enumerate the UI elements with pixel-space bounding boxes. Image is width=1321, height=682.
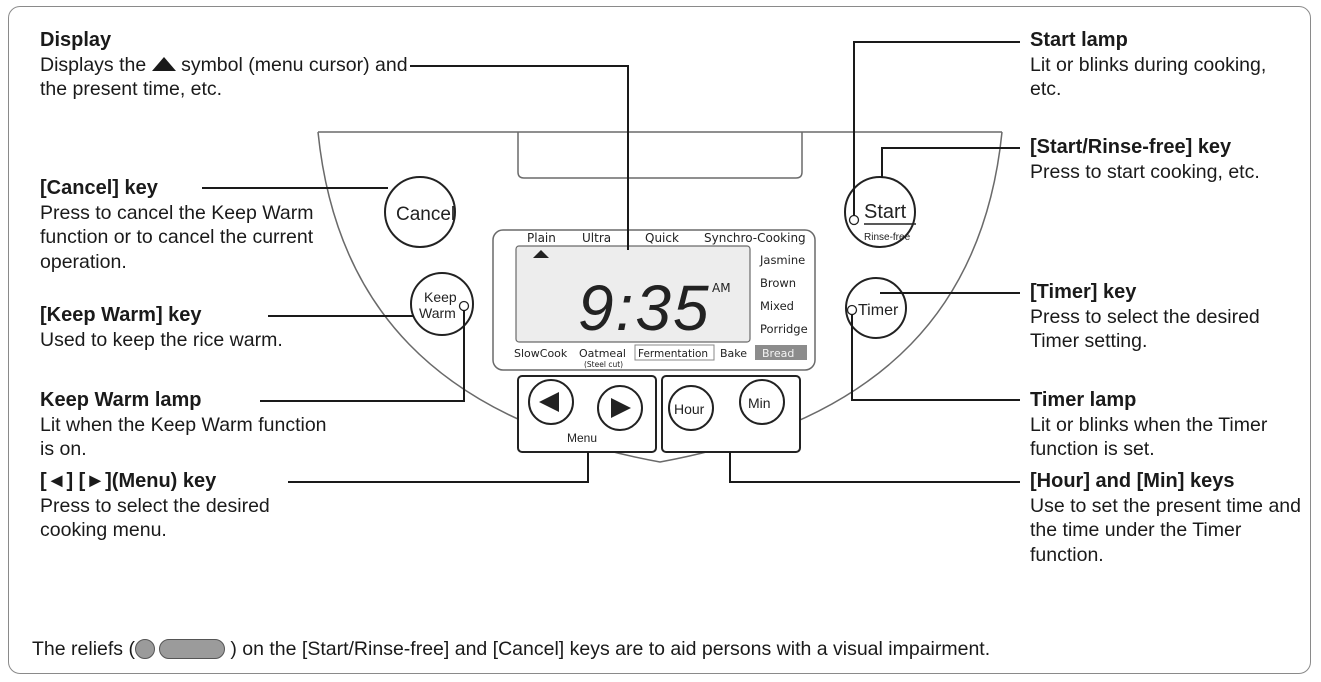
start-button-label: Start (864, 201, 907, 223)
lcd-menu-plain: Plain (527, 231, 556, 245)
callout-timer-lamp: Timer lamp Lit or blinks when the Timer … (1030, 389, 1268, 460)
diagram-frame (8, 6, 1311, 674)
min-button-label: Min (748, 395, 771, 411)
lcd-fermentation-box (634, 344, 715, 361)
callout-hour-min-keys: [Hour] and [Min] keys Use to set the pre… (1030, 470, 1301, 566)
leader-lines (202, 41, 1020, 483)
menu-label: Menu (567, 431, 597, 445)
footer-note: The reliefs ( ) on the [Start/Rinse-free… (32, 638, 991, 660)
keep-warm-button[interactable] (410, 272, 474, 336)
leader-display (410, 65, 629, 250)
leader-start-lamp (853, 41, 1020, 216)
callout-keep-warm-key: [Keep Warm] key Used to keep the rice wa… (40, 304, 283, 351)
keep-warm-label-2: Warm (419, 305, 456, 321)
lcd-time: 9:35 (578, 272, 711, 344)
hour-button[interactable] (668, 385, 714, 431)
menu-cursor-icon (533, 250, 549, 258)
min-button[interactable] (739, 379, 785, 425)
left-arrow-icon (539, 392, 559, 412)
leader-menu (288, 452, 589, 483)
start-button[interactable] (844, 176, 916, 248)
panel-outline (317, 131, 1003, 463)
cancel-button[interactable] (384, 176, 456, 248)
leader-keep-warm-lamp (260, 310, 465, 402)
callout-menu-key: [◄] [►](Menu) key Press to select the de… (40, 470, 270, 541)
cancel-button-label: Cancel (396, 204, 455, 225)
lcd-menu-bread: Bread (762, 347, 794, 360)
lcd-menu-fermentation: Fermentation (638, 348, 708, 360)
lcd-menu-porridge: Porridge (760, 322, 808, 336)
keep-warm-lamp (458, 300, 470, 312)
relief-circle-icon (134, 639, 155, 659)
lcd-menu-brown: Brown (760, 276, 796, 290)
lcd-menu-jasmine: Jasmine (759, 253, 805, 267)
leader-timer-lamp (851, 314, 1020, 401)
callout-display: Display Displays the symbol (menu cursor… (40, 29, 408, 100)
rinse-free-label: Rinse-free (864, 232, 911, 243)
callout-cancel-key: [Cancel] key Press to cancel the Keep Wa… (40, 177, 314, 273)
leader-hour-min (729, 452, 1020, 483)
panel-top-notch (517, 132, 803, 179)
lcd-oatmeal-sub: (Steel cut) (584, 360, 623, 369)
lcd-menu-synchro: Synchro-Cooking (704, 231, 806, 245)
relief-pill-icon (158, 639, 225, 659)
lcd-screen (515, 245, 751, 343)
menu-cursor-triangle-icon (151, 56, 176, 71)
leader-start-key (881, 147, 1020, 178)
callout-start-lamp: Start lamp Lit or blinks during cooking,… (1030, 29, 1267, 100)
lcd-bread-highlight (755, 345, 807, 360)
lcd-menu-quick: Quick (645, 231, 679, 245)
right-arrow-icon (611, 398, 631, 418)
keep-warm-label-1: Keep (424, 289, 457, 305)
hour-button-label: Hour (674, 401, 705, 417)
timer-lamp (846, 304, 858, 316)
start-lamp (848, 214, 860, 226)
lcd-menu-bake: Bake (720, 347, 747, 360)
lcd-menu-oatmeal: Oatmeal (579, 347, 626, 360)
lcd-menu-slowcook: SlowCook (514, 347, 568, 360)
lcd-frame (492, 229, 816, 371)
timer-button-label: Timer (858, 302, 899, 319)
callout-timer-key: [Timer] key Press to select the desired … (1030, 281, 1260, 352)
lcd-menu-mixed: Mixed (760, 299, 794, 313)
callout-keep-warm-lamp: Keep Warm lamp Lit when the Keep Warm fu… (40, 389, 327, 460)
lcd-ampm: AM (712, 281, 731, 295)
callout-start-key: [Start/Rinse-free] key Press to start co… (1030, 136, 1260, 183)
lcd-menu-ultra: Ultra (582, 231, 611, 245)
